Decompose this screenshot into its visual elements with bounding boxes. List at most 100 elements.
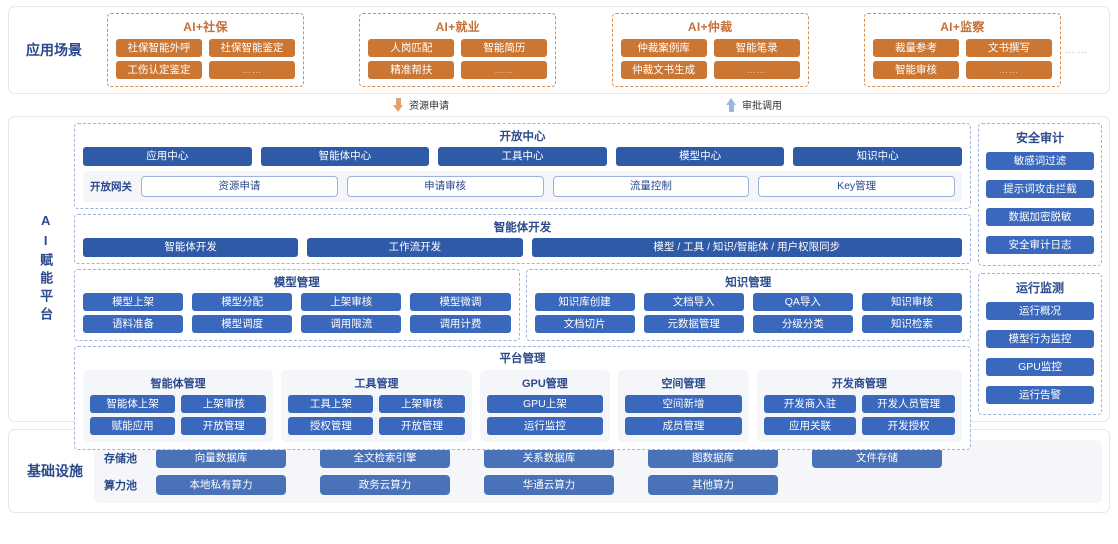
model-item[interactable]: 模型分配 [192, 293, 293, 311]
center-button-model[interactable]: 模型中心 [615, 147, 785, 166]
storage-item[interactable]: 文件存储 [812, 447, 942, 468]
storage-pool-label: 存储池 [104, 452, 137, 465]
knowledge-item[interactable]: 知识库创建 [534, 293, 635, 311]
scenario-group-zhongcai: AI+仲裁 仲裁案例库 智能笔录 仲裁文书生成 …… [611, 13, 809, 87]
monitoring-item[interactable]: 运行概况 [986, 301, 1094, 320]
security-item[interactable]: 敏感词过滤 [986, 152, 1094, 171]
storage-item[interactable]: 全文检索引擎 [320, 447, 450, 468]
pm-item[interactable]: 智能体上架 [90, 395, 176, 413]
platform-side-column: 安全审计 敏感词过滤 提示词攻击拦截 数据加密脱敏 安全审计日志 运行监测 运行… [978, 123, 1102, 415]
pm-group-space-management: 空间管理 空间新增 成员管理 [618, 370, 749, 442]
pm-item[interactable]: 赋能应用 [90, 417, 176, 435]
pm-item[interactable]: 运行监控 [486, 417, 604, 435]
scenario-group-title: AI+监察 [940, 20, 985, 34]
storage-item[interactable]: 图数据库 [648, 447, 778, 468]
pm-item[interactable]: 开放管理 [181, 417, 267, 435]
security-audit-block: 安全审计 敏感词过滤 提示词攻击拦截 数据加密脱敏 安全审计日志 [978, 123, 1102, 266]
monitoring-item[interactable]: 运行告警 [986, 385, 1094, 404]
platform-management-groups: 智能体管理 智能体上架 上架审核 赋能应用 开放管理 工具管理 工具上架 上架审… [83, 370, 962, 442]
knowledge-item[interactable]: 元数据管理 [643, 315, 744, 333]
scenario-items: 社保智能外呼 社保智能鉴定 工伤认定鉴定 …… [116, 39, 295, 79]
pm-item[interactable]: 开发商入驻 [763, 395, 857, 413]
pm-item[interactable]: 开发授权 [862, 417, 955, 435]
gateway-item-key-management[interactable]: Key管理 [758, 176, 955, 197]
security-item[interactable]: 安全审计日志 [986, 236, 1094, 255]
model-management-block: 模型管理 模型上架 模型分配 上架审核 模型微调 语料准备 模型调度 调用限流 … [74, 269, 520, 341]
center-button-knowledge[interactable]: 知识中心 [793, 147, 962, 166]
agent-dev-item[interactable]: 智能体开发 [83, 238, 299, 257]
pm-item[interactable]: 成员管理 [625, 417, 742, 435]
monitoring-item[interactable]: GPU监控 [986, 357, 1094, 376]
monitoring-item[interactable]: 模型行为监控 [986, 329, 1094, 348]
gateway-item-traffic-control[interactable]: 流量控制 [552, 176, 750, 197]
model-item[interactable]: 模型微调 [410, 293, 511, 311]
scenario-item-more[interactable]: …… [209, 61, 295, 79]
knowledge-item[interactable]: 知识检索 [861, 315, 962, 333]
scenario-item[interactable]: 工伤认定鉴定 [116, 61, 202, 79]
knowledge-item[interactable]: 文档切片 [534, 315, 635, 333]
knowledge-item[interactable]: 文档导入 [643, 293, 744, 311]
pm-item[interactable]: 应用关联 [763, 417, 857, 435]
scenario-item[interactable]: 智能简历 [461, 39, 548, 57]
knowledge-item[interactable]: 知识审核 [861, 293, 962, 311]
scenario-item[interactable]: 文书撰写 [965, 39, 1052, 57]
scenario-item[interactable]: 仲裁案例库 [620, 39, 707, 57]
arrow-label: 资源申请 [409, 101, 449, 112]
pm-group-title: 智能体管理 [150, 378, 206, 390]
arrow-up-icon [726, 97, 737, 112]
compute-item[interactable]: 政务云算力 [320, 474, 450, 495]
open-center-title: 开放中心 [499, 131, 546, 143]
platform-management-title: 平台管理 [499, 353, 546, 365]
scenario-item[interactable]: 人岗匹配 [368, 39, 455, 57]
compute-item[interactable]: 华通云算力 [484, 474, 614, 495]
scenario-group-title: AI+仲裁 [687, 20, 733, 34]
pm-item[interactable]: 授权管理 [288, 417, 374, 435]
security-item[interactable]: 数据加密脱敏 [986, 208, 1094, 227]
scenario-item[interactable]: 裁量参考 [872, 39, 959, 57]
scenario-item[interactable]: 精准帮扶 [368, 61, 455, 79]
scenario-item[interactable]: 智能笔录 [713, 39, 800, 57]
scenario-item-more[interactable]: …… [965, 61, 1052, 79]
scenario-group-jiancha: AI+监察 裁量参考 文书撰写 智能审核 …… [863, 13, 1061, 87]
pm-item[interactable]: 开放管理 [379, 417, 465, 435]
center-button-app[interactable]: 应用中心 [83, 147, 252, 166]
compute-item[interactable]: 本地私有算力 [156, 474, 286, 495]
scenario-more-dots: …… [1064, 44, 1089, 56]
permission-sync-item[interactable]: 模型 / 工具 / 知识/智能体 / 用户权限同步 [531, 238, 962, 257]
center-button-agent[interactable]: 智能体中心 [260, 147, 430, 166]
scenario-item-more[interactable]: …… [461, 61, 548, 79]
pm-group-items: GPU上架 运行监控 [486, 395, 604, 435]
compute-item[interactable]: 其他算力 [648, 474, 778, 495]
pm-group-items: 空间新增 成员管理 [625, 395, 742, 435]
pm-item[interactable]: 上架审核 [379, 395, 465, 413]
model-item[interactable]: 调用计费 [410, 315, 511, 333]
scenario-item-more[interactable]: …… [713, 61, 800, 79]
ai-platform-main: 开放中心 应用中心 智能体中心 工具中心 模型中心 知识中心 开放网关 资源申请… [74, 123, 971, 450]
gateway-item-resource-request[interactable]: 资源申请 [141, 176, 338, 197]
workflow-dev-item[interactable]: 工作流开发 [307, 238, 523, 257]
model-item[interactable]: 调用限流 [301, 315, 402, 333]
model-item[interactable]: 模型上架 [83, 293, 184, 311]
security-item[interactable]: 提示词攻击拦截 [986, 180, 1094, 199]
scenario-item[interactable]: 仲裁文书生成 [620, 61, 707, 79]
scenario-item[interactable]: 智能审核 [872, 61, 959, 79]
pm-item[interactable]: 上架审核 [181, 395, 267, 413]
pm-item[interactable]: 空间新增 [625, 395, 742, 413]
knowledge-item[interactable]: QA导入 [752, 293, 853, 311]
storage-item[interactable]: 关系数据库 [484, 447, 614, 468]
model-item[interactable]: 上架审核 [301, 293, 402, 311]
scenario-item[interactable]: 社保智能外呼 [116, 39, 202, 57]
pm-item[interactable]: GPU上架 [486, 395, 604, 413]
center-button-tool[interactable]: 工具中心 [438, 147, 607, 166]
pm-item[interactable]: 工具上架 [288, 395, 374, 413]
model-item[interactable]: 语料准备 [83, 315, 184, 333]
pm-item[interactable]: 开发人员管理 [862, 395, 955, 413]
storage-item[interactable]: 向量数据库 [156, 447, 286, 468]
ai-platform-section: AI赋能平台 开放中心 应用中心 智能体中心 工具中心 模型中心 知识中心 开放… [8, 116, 1110, 450]
knowledge-item[interactable]: 分级分类 [752, 315, 853, 333]
gateway-item-request-review[interactable]: 申请审核 [346, 176, 544, 197]
model-item[interactable]: 模型调度 [192, 315, 293, 333]
application-scenarios-label: 应用场景 [26, 42, 82, 58]
scenario-item[interactable]: 社保智能鉴定 [209, 39, 295, 57]
